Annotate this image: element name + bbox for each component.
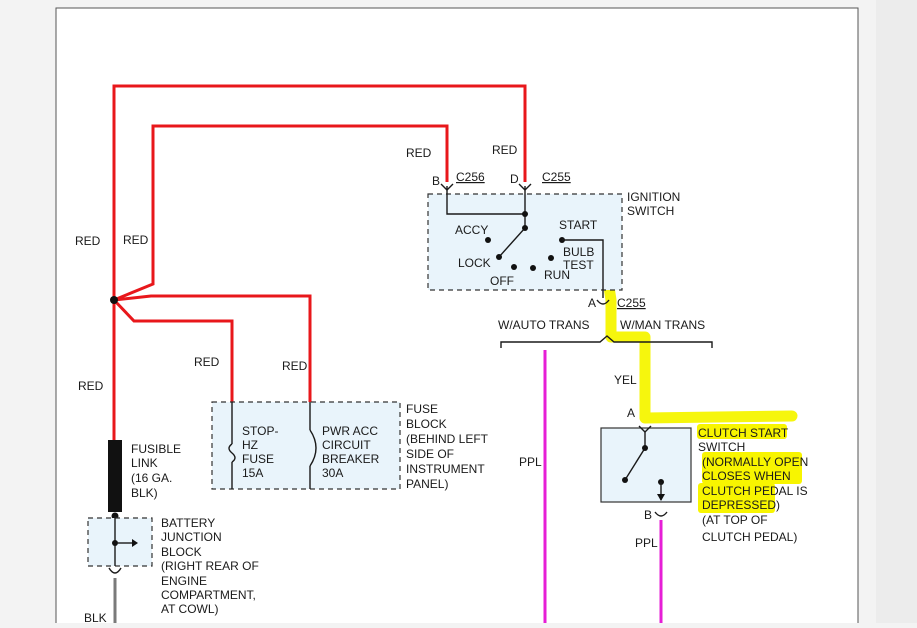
clutch-switch-label: SWITCH (698, 440, 745, 454)
connector-pin-a-clutch: A (627, 406, 635, 420)
ignition-title: IGNITION (627, 190, 680, 204)
breaker-label: CIRCUIT (322, 438, 371, 452)
side-margin (876, 0, 917, 623)
battery-block-label: BLOCK (161, 545, 202, 559)
clutch-switch-label: CLUTCH PEDAL IS (702, 484, 808, 498)
fuse-label: 15A (242, 466, 263, 480)
wire-label-red: RED (78, 379, 104, 393)
fuse-block-desc: INSTRUMENT (406, 462, 485, 476)
option-label-auto: W/AUTO TRANS (498, 318, 590, 332)
wire-label-red: RED (406, 146, 432, 160)
ignition-start: START (559, 218, 598, 232)
clutch-switch-label: DEPRESSED) (702, 498, 780, 512)
breaker-label: PWR ACC (322, 424, 378, 438)
connector-c256: C256 (456, 170, 485, 184)
clutch-switch-label: (NORMALLY OPEN (702, 455, 808, 469)
connector-pin-d: D (510, 172, 519, 186)
wire-label-red: RED (282, 359, 308, 373)
breaker-label: 30A (322, 466, 343, 480)
fuse-label: FUSE (242, 452, 274, 466)
connector-pin-b-clutch: B (644, 508, 652, 522)
red-wires (112, 84, 527, 440)
splice-dot (110, 296, 118, 304)
fuse-block-desc: (BEHIND LEFT (406, 432, 489, 446)
battery-block-label: COMPARTMENT, (161, 588, 256, 602)
fuse-block (211, 401, 401, 490)
page-sheet (55, 7, 859, 628)
wire-label-red: RED (194, 355, 220, 369)
clutch-switch-label: CLOSES WHEN (702, 469, 791, 483)
ignition-bulb: BULB (563, 245, 594, 259)
fuse-block-desc: BLOCK (406, 417, 447, 431)
battery-block-label: (RIGHT REAR OF (161, 559, 259, 573)
ignition-off: OFF (490, 274, 514, 288)
clutch-switch-label: (AT TOP OF (702, 513, 768, 527)
battery-block-label: ENGINE (161, 574, 207, 588)
wire-label-red: RED (492, 143, 518, 157)
fuse-block-desc: FUSE (406, 402, 438, 416)
fusible-link-label: FUSIBLE (131, 442, 181, 456)
option-label-man: W/MAN TRANS (620, 318, 705, 332)
yellow-highlight (597, 242, 802, 513)
fusible-link-label: BLK) (131, 486, 158, 500)
fuse-label: STOP- (242, 424, 278, 438)
wire-label-blk: BLK (84, 611, 107, 623)
wire-label-red: RED (123, 233, 149, 247)
fuse-block-desc: PANEL) (406, 477, 448, 491)
ignition-accy: ACCY (455, 223, 488, 237)
wire-label-ppl: PPL (635, 536, 658, 550)
battery-block-label: AT COWL) (161, 602, 219, 616)
wire-label-red: RED (75, 234, 101, 248)
clutch-switch-label: CLUTCH PEDAL) (702, 530, 797, 544)
fuse-block-desc: SIDE OF (406, 447, 454, 461)
connector-c255-top: C255 (542, 170, 571, 184)
battery-block-label: BATTERY (161, 516, 215, 530)
wire-label-yel: YEL (614, 373, 637, 387)
battery-junction-block (87, 517, 153, 567)
connector-pin-a: A (588, 296, 596, 310)
breaker-label: BREAKER (322, 452, 380, 466)
clutch-start-switch-box (600, 427, 692, 503)
fusible-link (108, 440, 122, 512)
wire-label-ppl: PPL (519, 455, 542, 469)
ignition-lock: LOCK (458, 256, 491, 270)
fusible-link-label: (16 GA. (131, 471, 172, 485)
connector-c255-bottom: C255 (617, 296, 646, 310)
ignition-title: SWITCH (627, 204, 674, 218)
clutch-switch-label: CLUTCH START (698, 426, 789, 440)
fuse-label: HZ (242, 438, 258, 452)
connector-pin-b: B (432, 174, 440, 188)
fusible-link-label: LINK (131, 456, 158, 470)
ignition-run: RUN (544, 268, 570, 282)
ignition-test: TEST (563, 258, 594, 272)
battery-block-label: JUNCTION (161, 530, 222, 544)
